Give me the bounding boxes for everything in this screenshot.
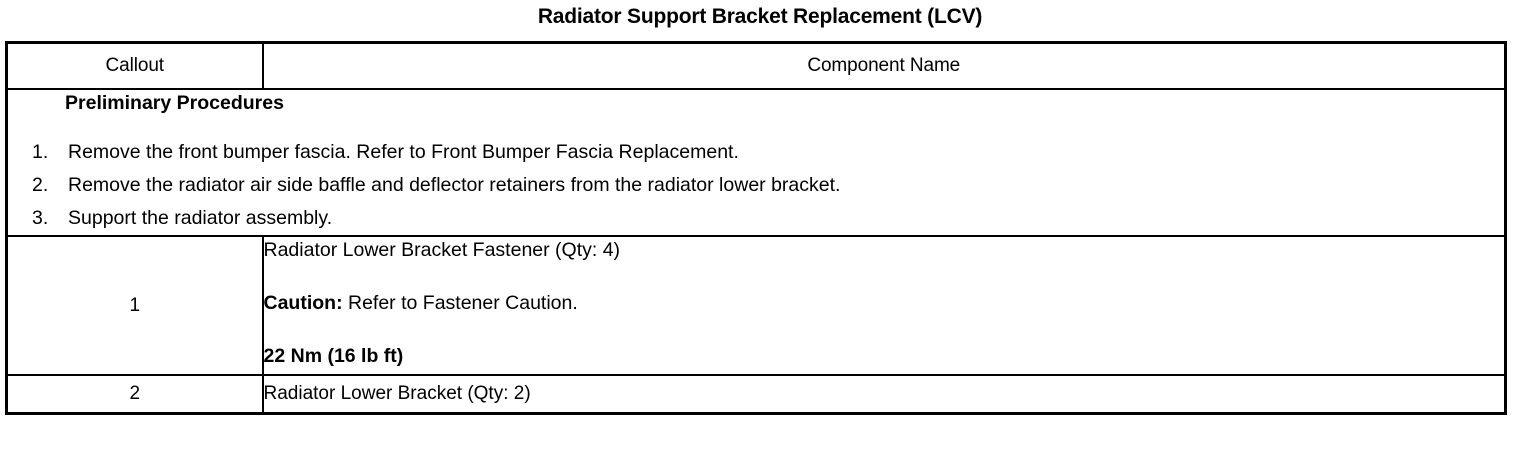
component-name-text: Radiator Lower Bracket Fastener (Qty: 4) bbox=[263, 239, 621, 261]
caution-note: Caution: Refer to Fastener Caution. bbox=[264, 290, 1505, 317]
procedure-table: Callout Component Name Preliminary Proce… bbox=[5, 41, 1507, 415]
step-text: Remove the front bumper fascia. Refer to… bbox=[68, 141, 739, 163]
table-body: Preliminary Procedures 1. Remove the fro… bbox=[5, 88, 1507, 415]
component-name-text: Radiator Lower Bracket (Qty: 2) bbox=[261, 374, 1507, 415]
table-header: Callout Component Name bbox=[5, 41, 1507, 90]
caution-text: Refer to Fastener Caution. bbox=[342, 292, 578, 314]
component-cell: Radiator Lower Bracket Fastener (Qty: 4)… bbox=[261, 235, 1507, 376]
step-text: Remove the radiator air side baffle and … bbox=[68, 174, 841, 196]
caution-label: Caution: bbox=[263, 292, 343, 314]
page-title: Radiator Support Bracket Replacement (LC… bbox=[537, 5, 983, 28]
column-header-callout: Callout bbox=[5, 41, 264, 90]
preliminary-procedures-row: Preliminary Procedures 1. Remove the fro… bbox=[5, 88, 1507, 237]
callout-number: 1 bbox=[5, 235, 264, 376]
column-header-component-name: Component Name bbox=[261, 41, 1507, 90]
preliminary-steps-list: 1. Remove the front bumper fascia. Refer… bbox=[8, 136, 1504, 235]
table-header-row: Callout Component Name bbox=[5, 41, 1507, 90]
table-row: 1 Radiator Lower Bracket Fastener (Qty: … bbox=[5, 235, 1507, 376]
list-item: 1. Remove the front bumper fascia. Refer… bbox=[8, 136, 1504, 169]
table-row: 2 Radiator Lower Bracket (Qty: 2) bbox=[5, 374, 1507, 415]
list-item: 2. Remove the radiator air side baffle a… bbox=[8, 169, 1504, 202]
step-number: 3. bbox=[32, 207, 49, 229]
preliminary-procedures-heading: Preliminary Procedures bbox=[65, 92, 284, 114]
list-item: 3. Support the radiator assembly. bbox=[8, 202, 1504, 235]
preliminary-procedures-cell: Preliminary Procedures 1. Remove the fro… bbox=[5, 88, 1507, 237]
step-number: 2. bbox=[32, 174, 49, 196]
step-number: 1. bbox=[32, 141, 49, 163]
callout-number: 2 bbox=[5, 374, 264, 415]
step-text: Support the radiator assembly. bbox=[68, 207, 333, 229]
torque-specification: 22 Nm (16 lb ft) bbox=[263, 345, 404, 367]
